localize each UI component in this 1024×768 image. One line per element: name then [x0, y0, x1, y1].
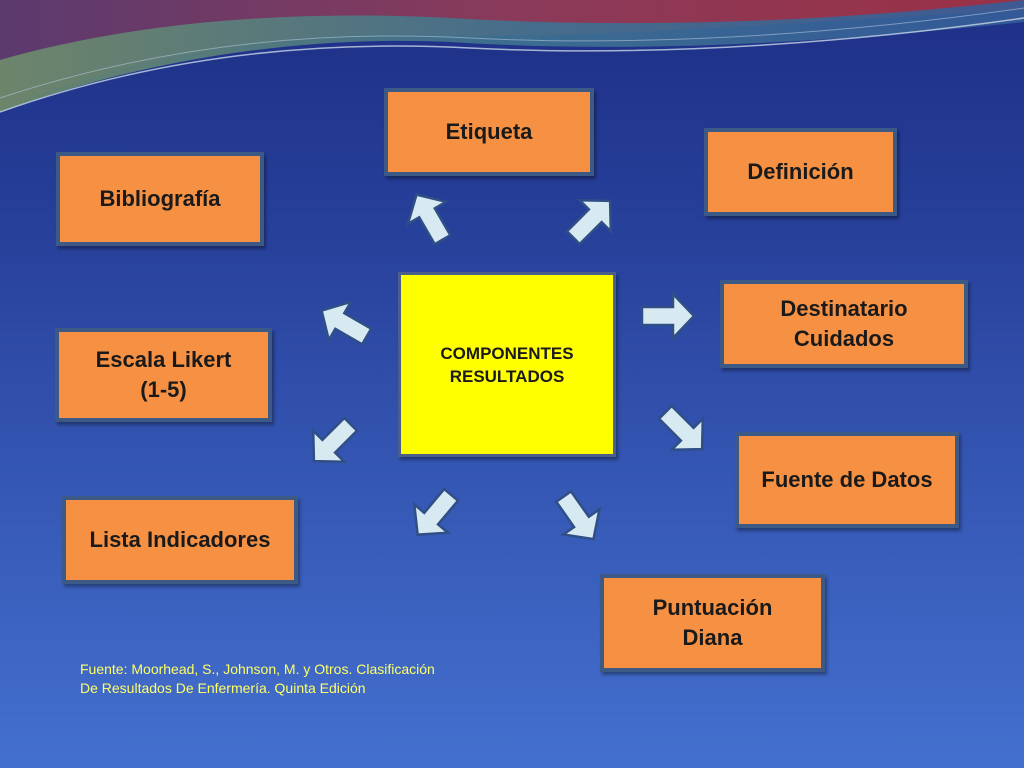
- arrow-to-lista-indicadores-left: [298, 412, 368, 472]
- component-lista-indicadores: Lista Indicadores: [62, 496, 298, 584]
- component-fuente-de-datos: Fuente de Datos: [735, 432, 959, 528]
- arrow-to-puntuacion-diana: [543, 487, 613, 547]
- arrow-to-definicion: [556, 190, 626, 250]
- component-definicion: Definición: [704, 128, 897, 216]
- component-puntuacion-diana: Puntuación Diana: [600, 574, 825, 672]
- component-bibliografia: Bibliografía: [56, 152, 264, 246]
- arrow-to-fuente-de-datos: [648, 400, 718, 460]
- arrow-to-destinatario-cuidados: [632, 286, 702, 346]
- component-destinatario-cuidados: Destinatario Cuidados: [720, 280, 968, 368]
- arrow-to-escala-likert: [310, 294, 380, 354]
- center-components-box: COMPONENTES RESULTADOS: [398, 272, 616, 457]
- arrow-to-lista-indicadores: [400, 484, 470, 544]
- decorative-wave-banner: [0, 0, 1024, 113]
- component-escala-likert: Escala Likert (1-5): [55, 328, 272, 422]
- arrow-to-etiqueta: [395, 188, 465, 248]
- component-etiqueta: Etiqueta: [384, 88, 594, 176]
- source-citation: Fuente: Moorhead, S., Johnson, M. y Otro…: [80, 661, 435, 696]
